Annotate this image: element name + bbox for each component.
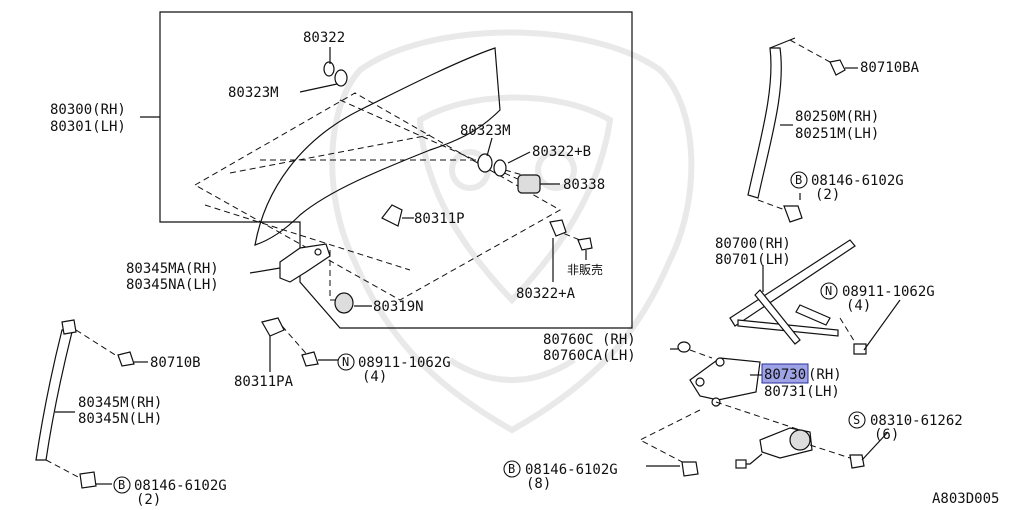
label-80251m: 80251M(LH) — [795, 126, 879, 142]
badge-b-bot — [113, 476, 131, 494]
clip-80311pa — [261, 317, 338, 372]
label-08911-right: 08911-1062G — [842, 284, 935, 300]
glass-parts — [279, 61, 593, 314]
dashed-assembly-lines — [193, 92, 581, 301]
upper-glass-run — [747, 37, 858, 223]
label-08911-mid: 08911-1062G — [358, 355, 451, 371]
label-80301: 80301(LH) — [50, 119, 126, 135]
label-80323m-b: 80323M — [460, 123, 511, 139]
label-80710b: 80710B — [150, 355, 201, 371]
label-80701: 80701(LH) — [715, 252, 791, 268]
label-08310: 08310-61262 — [870, 413, 963, 429]
label-08310-qty: (6) — [874, 427, 899, 443]
badge-b-top — [790, 171, 808, 189]
label-80322-a: 80322+A — [516, 286, 576, 302]
label-80322-b: 80322+B — [532, 144, 591, 160]
glass-leaders — [140, 47, 587, 307]
watermark-emblem — [329, 29, 695, 434]
label-80250m: 80250M(RH) — [795, 109, 879, 125]
diagram-code: A803D005 — [932, 491, 999, 507]
door-glass — [254, 47, 501, 246]
label-08146-top: 08146-6102G — [811, 173, 904, 189]
label-08146-bot: 08146-6102G — [134, 478, 227, 494]
label-80710ba: 80710BA — [860, 60, 920, 76]
highlight-80730[interactable] — [761, 363, 809, 384]
badge-n-mid — [337, 353, 355, 371]
label-80730-highlight[interactable]: 80730 — [764, 367, 806, 383]
badge-n-right — [820, 282, 838, 300]
label-80760ca: 80760CA(LH) — [543, 348, 636, 364]
label-80311pa: 80311PA — [234, 374, 294, 390]
label-80338: 80338 — [563, 177, 605, 193]
label-08911-mid-qty: (4) — [362, 369, 387, 385]
badge-n-right-letter: N — [825, 284, 832, 298]
label-80345ma: 80345MA(RH) — [126, 261, 219, 277]
window-regulator — [670, 239, 901, 469]
badge-b-bot-letter: B — [118, 478, 125, 492]
label-80730-rh: (RH) — [808, 367, 842, 383]
lower-glass-run — [35, 319, 148, 489]
label-80345m: 80345M(RH) — [78, 395, 162, 411]
regulator-bolts — [638, 409, 701, 477]
label-80731: 80731(LH) — [764, 384, 840, 400]
badge-b-mid-letter: B — [508, 462, 515, 476]
label-08146-bot-qty: (2) — [136, 492, 161, 508]
label-hihanbai: 非販売 — [567, 262, 603, 277]
label-80311p: 80311P — [414, 211, 465, 227]
label-08146-mid: 08146-6102G — [525, 462, 618, 478]
label-80319n: 80319N — [373, 299, 424, 315]
label-80700: 80700(RH) — [715, 236, 791, 252]
label-80300: 80300(RH) — [50, 102, 126, 118]
glass-group-frame — [159, 11, 633, 329]
label-80323m-a: 80323M — [228, 85, 279, 101]
label-08911-right-qty: (4) — [846, 298, 871, 314]
badge-s-right — [848, 411, 866, 429]
label-80345n: 80345N(LH) — [78, 411, 162, 427]
badge-n-mid-letter: N — [342, 355, 349, 369]
badge-b-top-letter: B — [795, 173, 802, 187]
label-08146-top-qty: (2) — [815, 187, 840, 203]
badge-s-right-letter: S — [853, 413, 860, 427]
label-80322: 80322 — [303, 30, 345, 46]
label-80760c: 80760C (RH) — [543, 332, 636, 348]
badge-b-mid — [503, 460, 521, 478]
label-80345na: 80345NA(LH) — [126, 277, 219, 293]
label-08146-mid-qty: (8) — [526, 476, 551, 492]
